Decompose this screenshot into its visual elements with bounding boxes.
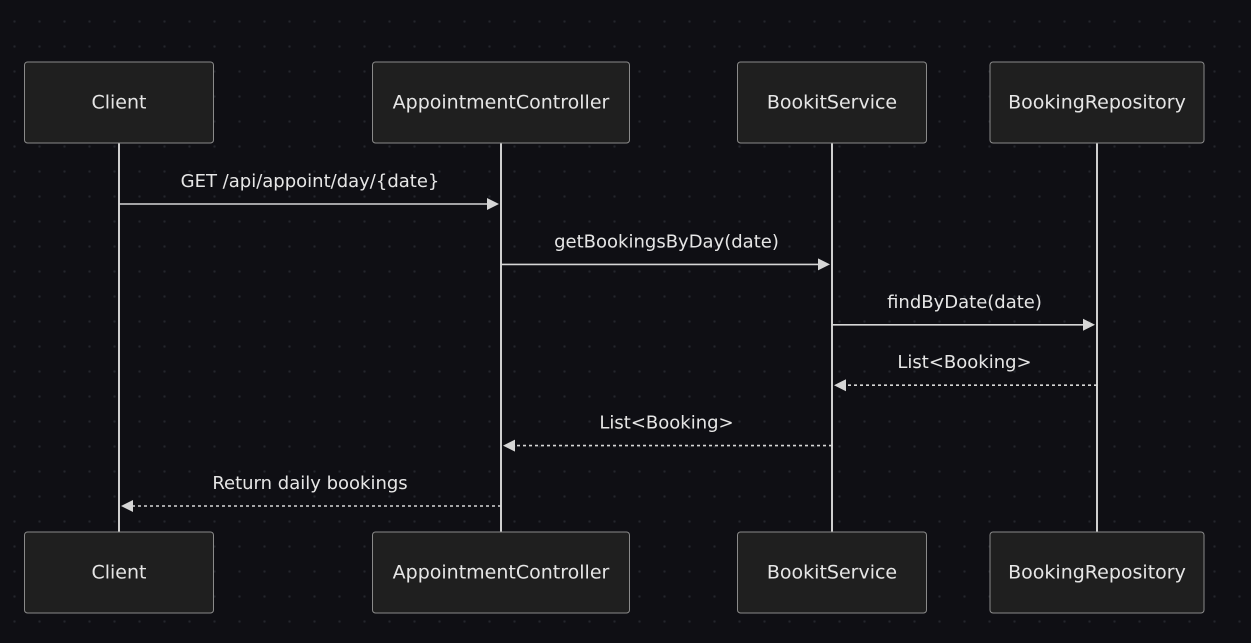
message-5: List<Booking> [503,413,832,452]
actor-label: AppointmentController [393,562,610,584]
actor-controller-top: AppointmentController [372,61,630,144]
actor-label: Client [91,562,146,584]
message-label: Return daily bookings [212,473,407,494]
arrowhead-icon [503,439,515,452]
message-label: GET /api/appoint/day/{date} [181,171,440,192]
message-6: Return daily bookings [121,473,501,512]
actor-client-bottom: Client [24,531,214,614]
actor-label: BookitService [767,92,897,114]
actor-service-top: BookitService [737,61,927,144]
actors-bottom: Client AppointmentController BookitService… [24,531,1205,614]
message-label: List<Booking> [897,352,1031,373]
arrowhead-icon [121,500,133,512]
message-2: getBookingsByDay(date) [501,231,830,271]
message-3: findByDate(date) [832,292,1095,331]
message-label: List<Booking> [599,413,733,434]
actor-label: AppointmentController [393,92,610,114]
actor-label: BookitService [767,562,897,584]
actor-box [372,61,630,144]
actor-client-top: Client [24,61,214,144]
lifelines [118,143,1098,532]
actors-top: Client AppointmentController BookitService… [24,61,1205,144]
actor-box [24,61,214,144]
arrowhead-icon [1083,318,1095,331]
actor-label: Client [91,92,146,114]
message-4: List<Booking> [834,352,1097,392]
actor-box [372,531,630,614]
actor-repository-top: BookingRepository [989,61,1205,144]
arrowhead-icon [487,198,499,210]
actor-box [737,61,927,144]
actor-controller-bottom: AppointmentController [372,531,630,614]
actor-label: BookingRepository [1008,562,1186,584]
arrowhead-icon [834,379,846,392]
actor-box [24,531,214,614]
message-label: findByDate(date) [887,292,1042,313]
actor-service-bottom: BookitService [737,531,927,614]
arrowhead-icon [818,258,830,271]
actor-box [737,531,927,614]
actor-label: BookingRepository [1008,92,1186,114]
actor-box [989,61,1205,144]
actor-repository-bottom: BookingRepository [989,531,1205,614]
message-label: getBookingsByDay(date) [554,231,779,252]
message-1: GET /api/appoint/day/{date} [119,171,499,210]
messages: GET /api/appoint/day/{date} getBookingsBy… [119,171,1097,512]
actor-box [989,531,1205,614]
